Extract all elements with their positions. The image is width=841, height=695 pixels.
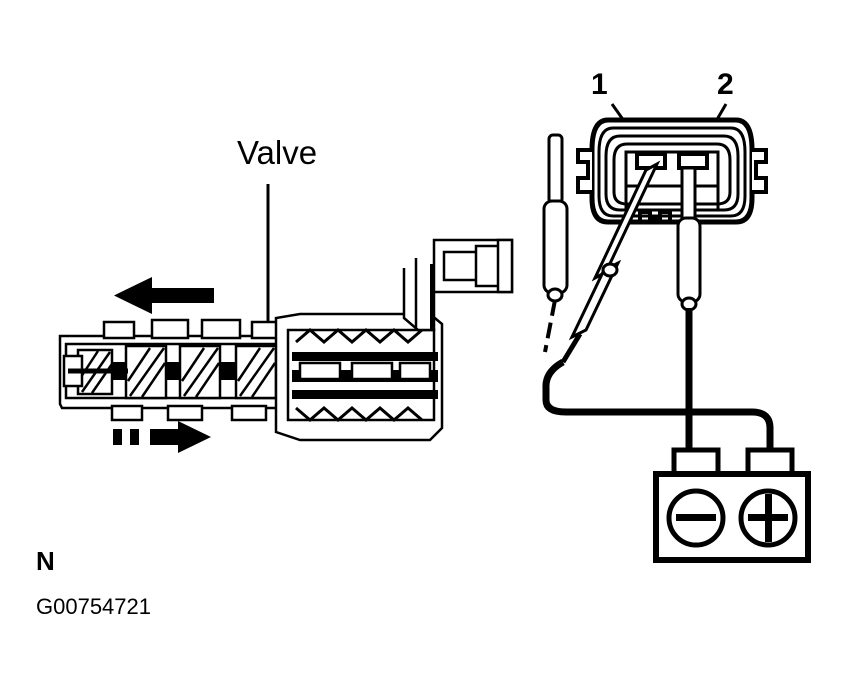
- connector-latches: [576, 148, 768, 194]
- solid-arrow-left-icon: [114, 277, 214, 314]
- connector-test-setup-group: [542, 103, 811, 563]
- left-latch: [576, 148, 592, 194]
- terminal-cavity-2: [677, 152, 709, 170]
- figure-id-label: G00754721: [36, 594, 151, 619]
- valve-label: Valve: [237, 134, 318, 171]
- solenoid-core-outline: [298, 361, 432, 381]
- solenoid-connector-boss: [402, 238, 514, 332]
- note-letter: N: [36, 546, 55, 576]
- free-probe: [542, 133, 569, 353]
- terminal-1-label: 1: [591, 68, 608, 101]
- dashed-arrow-right-icon: [113, 421, 211, 453]
- valve-assembly-group: [58, 184, 514, 453]
- right-latch: [752, 148, 768, 194]
- two-pin-connector: [589, 117, 755, 225]
- battery: [653, 447, 811, 563]
- wire-terminal-1-to-positive: [542, 358, 774, 452]
- probe-wire-terminal-2: [676, 166, 702, 312]
- probe-into-terminal-1: [560, 160, 661, 364]
- terminal-2-label: 2: [717, 68, 734, 101]
- valve-spool: [62, 344, 297, 400]
- connector-keyway: [638, 210, 672, 222]
- solenoid-springs: [295, 328, 423, 422]
- battery-positive-symbol-icon: [738, 488, 798, 548]
- valve-top-ports: [102, 318, 284, 340]
- battery-negative-symbol-icon: [666, 488, 726, 548]
